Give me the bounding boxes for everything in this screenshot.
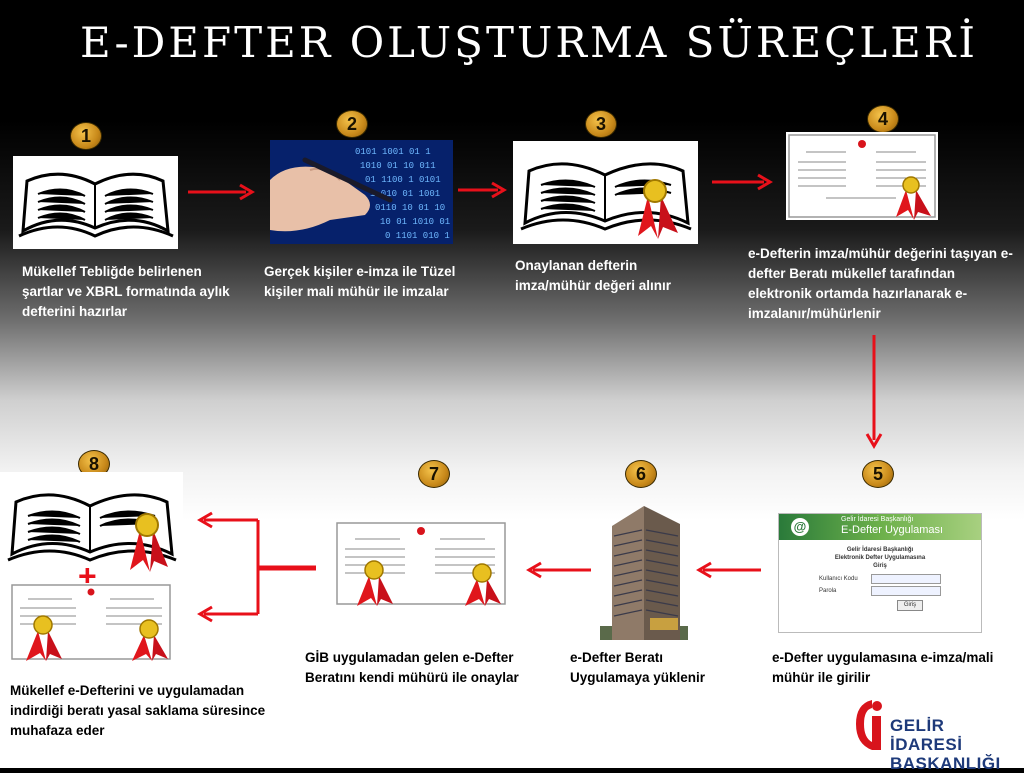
- berat-certificate-image-4: [786, 132, 938, 220]
- login-button[interactable]: Giriş: [897, 600, 923, 611]
- gib-logo: GELİR İDARESİ BASKANLIĞI: [852, 696, 1017, 773]
- svg-text:0110 10 01 10: 0110 10 01 10: [375, 203, 445, 213]
- arrow-1-to-2: [188, 183, 255, 201]
- step-caption-5: e-Defter uygulamasına e-imza/mali mühür …: [772, 650, 994, 685]
- step-caption-6: e-Defter Beratı Uygulamaya yüklenir: [570, 650, 706, 685]
- sealed-book-image: [513, 141, 698, 244]
- arrow-2-to-3: [458, 181, 507, 199]
- svg-text:10 01 1010 01: 10 01 1010 01: [380, 217, 450, 227]
- step-badge-4: 4: [867, 105, 899, 133]
- step-badge-3: 3: [585, 110, 617, 138]
- step-caption-7: GİB uygulamadan gelen e-Defter Beratını …: [305, 650, 519, 685]
- arrow-5-to-6: [696, 561, 761, 579]
- sealed-book-image-8: [0, 472, 183, 575]
- step-badge-2: 2: [336, 110, 368, 138]
- step-caption-1: Mükellef Tebliğde belirlenen şartlar ve …: [22, 264, 230, 319]
- step-caption-4: e-Defterin imza/mühür değerini taşıyan e…: [748, 246, 1013, 321]
- arrow-6-to-7: [526, 561, 591, 579]
- step-caption-3: Onaylanan defterin imza/mühür değeri alı…: [515, 258, 672, 293]
- step-badge-6: 6: [625, 460, 657, 488]
- password-label: Parola: [819, 588, 837, 594]
- step-caption-8: Mükellef e-Defterini ve uygulamadan indi…: [10, 683, 266, 738]
- user-code-label: Kullanıcı Kodu: [819, 576, 858, 582]
- svg-text:1 010 01 1001: 1 010 01 1001: [370, 189, 440, 199]
- berat-certificate-image-8: [10, 583, 172, 661]
- at-logo-icon: @: [791, 518, 809, 536]
- edefter-app-screenshot: Gelir İdaresi Başkanlığı E-Defter Uygula…: [778, 513, 982, 633]
- app-heading-2: Elektronik Defter Uygulamasına: [834, 555, 926, 561]
- arrow-4-to-5: [865, 335, 883, 449]
- arrow-3-to-4: [712, 173, 773, 191]
- digital-signature-image: 0101 1001 01 1 1010 01 10 011 01 1100 1 …: [270, 140, 453, 244]
- svg-text:0 1101 010 1: 0 1101 010 1: [385, 231, 450, 241]
- gib-logo-mark-icon: [856, 700, 882, 750]
- logo-line-1: GELİR İDARESİ: [890, 716, 963, 754]
- logo-line-2: BASKANLIĞI: [890, 754, 1001, 773]
- step-badge-7: 7: [418, 460, 450, 488]
- app-org-label: Gelir İdaresi Başkanlığı: [841, 516, 914, 523]
- step-badge-5: 5: [862, 460, 894, 488]
- gib-building-image: [600, 506, 688, 640]
- step-badge-1: 1: [70, 122, 102, 150]
- page-title: E-DEFTER OLUŞTURMA SÜREÇLERİ: [80, 18, 979, 67]
- app-heading-3: Giriş: [873, 563, 887, 569]
- berat-certificate-image-7: [335, 521, 507, 606]
- svg-text:01 1100 1 0101: 01 1100 1 0101: [365, 175, 441, 185]
- password-input[interactable]: [871, 586, 941, 596]
- app-name-label: E-Defter Uygulaması: [841, 524, 944, 536]
- arrow-7-to-8-split: [197, 511, 316, 623]
- step-caption-2: Gerçek kişiler e-imza ile Tüzel kişiler …: [264, 264, 456, 299]
- svg-text:1010 01 10 011: 1010 01 10 011: [360, 161, 436, 171]
- open-book-image-1: [13, 156, 178, 249]
- app-heading-1: Gelir İdaresi Başkanlığı: [846, 547, 914, 553]
- svg-text:0101 1001 01 1: 0101 1001 01 1: [355, 147, 431, 157]
- user-code-input[interactable]: [871, 574, 941, 584]
